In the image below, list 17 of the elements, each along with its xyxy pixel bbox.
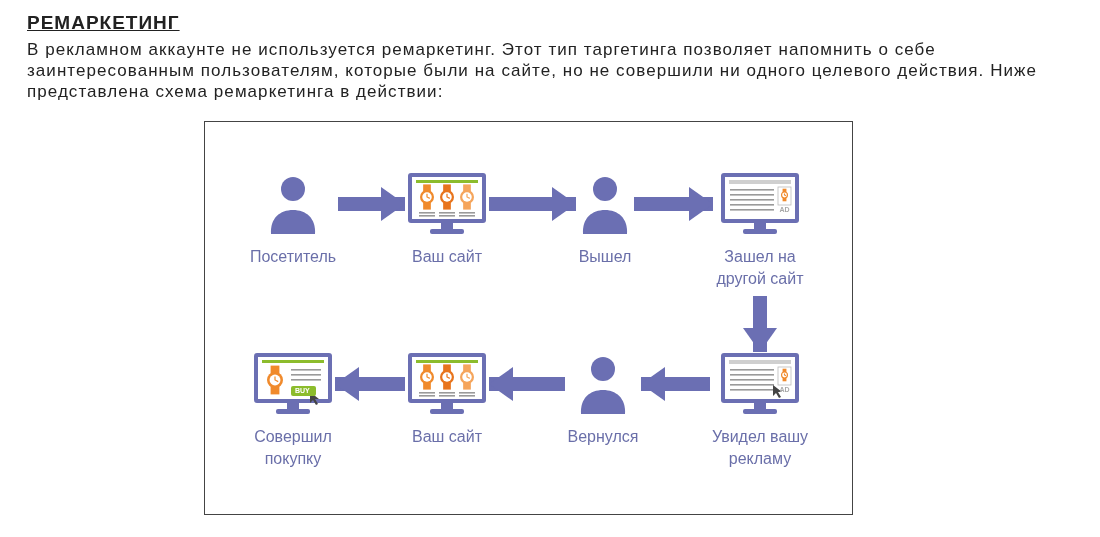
arrow [335, 367, 405, 401]
step-label: Вернулся [567, 427, 639, 447]
arrow [743, 296, 777, 352]
arrow [641, 367, 710, 401]
step-label: Ваш сайт [412, 247, 482, 267]
heading: РЕМАРКЕТИНГ [27, 12, 180, 34]
step-label: Посетитель [249, 247, 337, 267]
step-label: Увидел вашу рекламу [710, 427, 810, 469]
step-label: Совершил покупку [253, 427, 333, 469]
arrow [338, 187, 405, 221]
arrow [489, 187, 576, 221]
arrow [634, 187, 713, 221]
description-paragraph: В рекламном аккаунте не используется ремаркетинг. Этот тип таргетинга позволяет напомнить о себе заинтересованным пользователям, которые были на сайте, но не совершили ни одного целевого действия. Ниже представлена схема ремаркетинга в действии: [27, 39, 1038, 102]
step-label: Зашел на другой сайт [715, 247, 805, 289]
step-label: Вышел [578, 247, 632, 267]
step-label: Ваш сайт [412, 427, 482, 447]
arrow [489, 367, 565, 401]
